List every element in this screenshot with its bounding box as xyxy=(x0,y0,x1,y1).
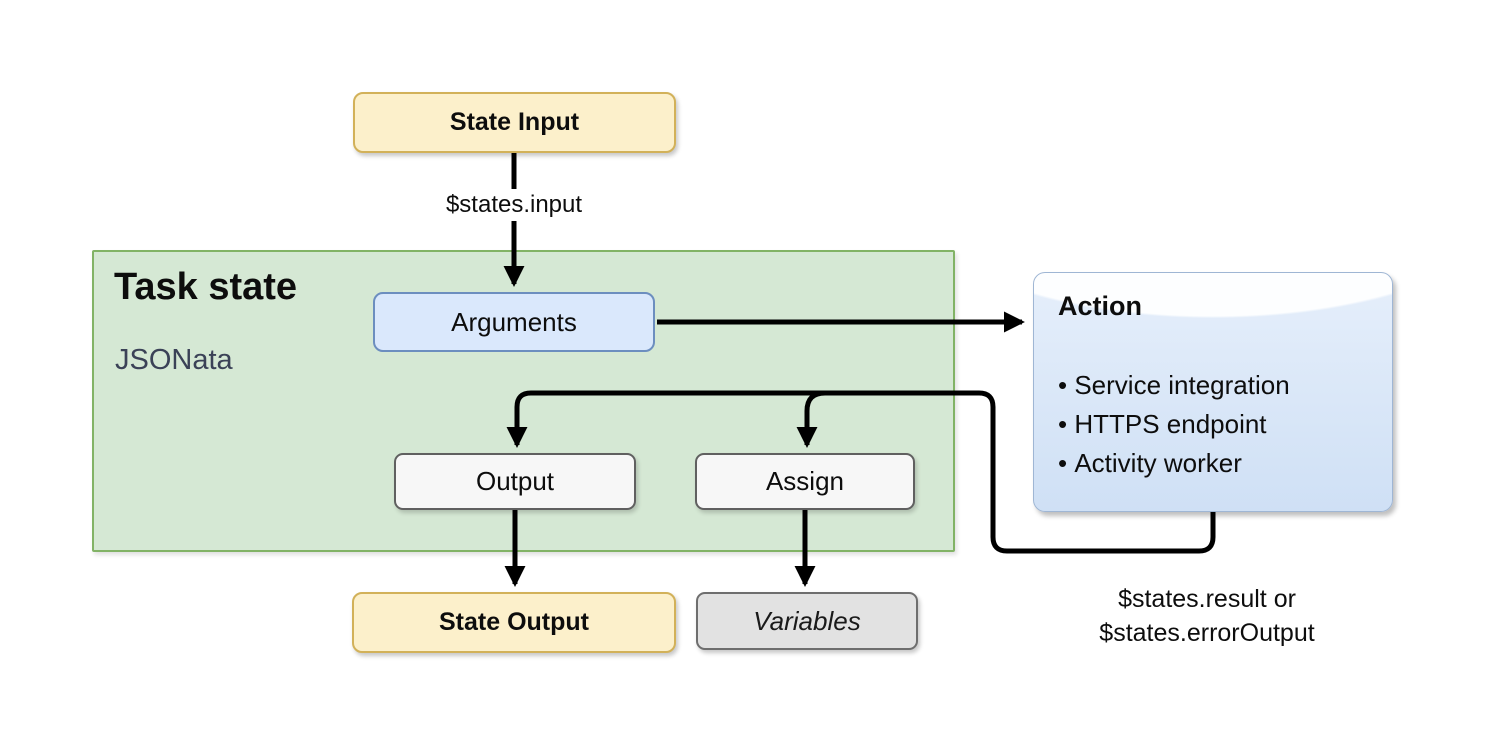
edge-action-loopback-to-output xyxy=(506,390,1216,554)
state-output-label: State Output xyxy=(439,608,589,636)
action-title: Action xyxy=(1058,291,1142,321)
output-node: Output xyxy=(394,453,636,510)
variables-label: Variables xyxy=(753,605,861,636)
result-edge-label-line1: $states.result or xyxy=(1118,585,1296,613)
state-input-node: State Input xyxy=(353,92,676,153)
task-state-subtitle: JSONata xyxy=(115,344,233,376)
result-edge-label: $states.result or $states.errorOutput xyxy=(1040,582,1374,650)
edge-loopback-branch-to-assign xyxy=(796,390,826,448)
action-bullet-item: HTTPS endpoint xyxy=(1058,405,1370,444)
action-bullet-list: Service integration HTTPS endpoint Activ… xyxy=(1058,366,1370,483)
state-input-label: State Input xyxy=(449,108,580,136)
action-node: Action Service integration HTTPS endpoin… xyxy=(1033,272,1393,512)
action-bullet-item: Service integration xyxy=(1058,366,1370,405)
output-label: Output xyxy=(475,466,555,496)
assign-label: Assign xyxy=(765,466,845,496)
assign-node: Assign xyxy=(695,453,915,510)
arguments-node: Arguments xyxy=(373,292,655,352)
result-edge-label-line2: $states.errorOutput xyxy=(1099,619,1315,647)
input-edge-label: $states.input xyxy=(437,189,591,221)
variables-node: Variables xyxy=(696,592,918,650)
task-state-title: Task state xyxy=(114,266,298,308)
state-output-node: State Output xyxy=(352,592,676,653)
arguments-label: Arguments xyxy=(451,306,577,337)
action-bullet-item: Activity worker xyxy=(1058,444,1370,483)
